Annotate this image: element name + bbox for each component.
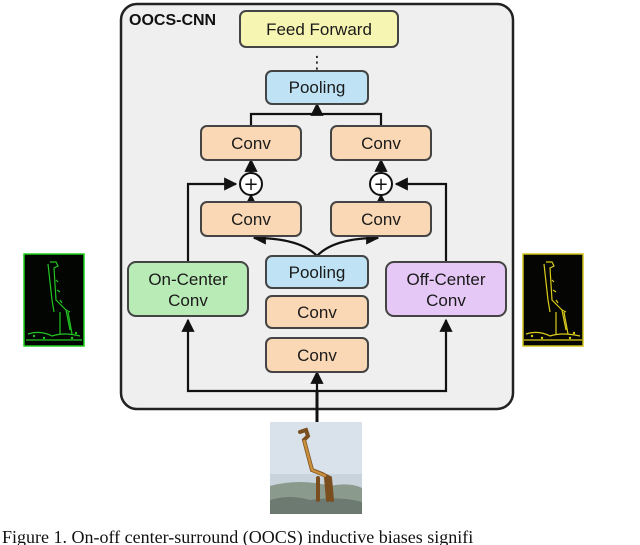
- frame-title: OOCS-CNN: [129, 12, 216, 29]
- conv-center-lower-node: Conv: [265, 337, 369, 373]
- off-center-output-image: [522, 253, 584, 347]
- svg-text:On-Center: On-Center: [148, 270, 228, 289]
- sum-right-node: +: [369, 172, 393, 196]
- off-center-conv-node: Off-Center Conv: [385, 261, 507, 317]
- edge-input-to-on-center: [181, 318, 317, 393]
- edge-conv-left-top-to-pooling: [249, 102, 324, 126]
- conv-left-mid-node: Conv: [200, 201, 302, 237]
- sum-left-node: +: [239, 172, 263, 196]
- edge-pooling-mid-to-conv-right: [316, 231, 380, 257]
- svg-text:Conv: Conv: [231, 210, 271, 229]
- conv-center-upper-node: Conv: [265, 295, 369, 329]
- edge-conv-right-top-to-pooling: [317, 112, 383, 126]
- svg-text:Off-Center: Off-Center: [406, 270, 485, 289]
- edge-pooling-mid-to-conv-left: [252, 231, 318, 257]
- svg-text:+: +: [373, 174, 388, 195]
- svg-text:+: +: [243, 174, 258, 195]
- svg-text:Conv: Conv: [168, 291, 208, 310]
- conv-right-top-node: Conv: [330, 125, 432, 161]
- svg-text:Feed Forward: Feed Forward: [266, 20, 372, 39]
- conv-left-top-node: Conv: [200, 125, 302, 161]
- svg-text:Conv: Conv: [231, 134, 271, 153]
- connection-edges: ⋮: [181, 53, 453, 422]
- figure-caption: Figure 1. On-off center-surround (OOCS) …: [2, 527, 473, 545]
- svg-text:Pooling: Pooling: [289, 78, 346, 97]
- pooling-top-node: Pooling: [265, 70, 369, 105]
- svg-text:Conv: Conv: [361, 210, 401, 229]
- edge-input-to-off-center: [317, 318, 453, 393]
- conv-right-mid-node: Conv: [330, 201, 432, 237]
- svg-text:Conv: Conv: [361, 134, 401, 153]
- on-center-output-image: [23, 253, 85, 347]
- input-image-giraffe: [270, 422, 362, 514]
- svg-text:Conv: Conv: [426, 291, 466, 310]
- pooling-mid-node: Pooling: [265, 255, 369, 289]
- feed-forward-node: Feed Forward: [239, 10, 399, 48]
- edge-on-center-to-plus: [186, 177, 238, 262]
- svg-text:Pooling: Pooling: [289, 263, 346, 282]
- svg-text:Conv: Conv: [297, 346, 337, 365]
- ellipsis-marker: ⋮: [309, 53, 326, 72]
- svg-text:Conv: Conv: [297, 303, 337, 322]
- on-center-conv-node: On-Center Conv: [127, 261, 249, 317]
- edge-off-center-to-plus: [394, 177, 448, 262]
